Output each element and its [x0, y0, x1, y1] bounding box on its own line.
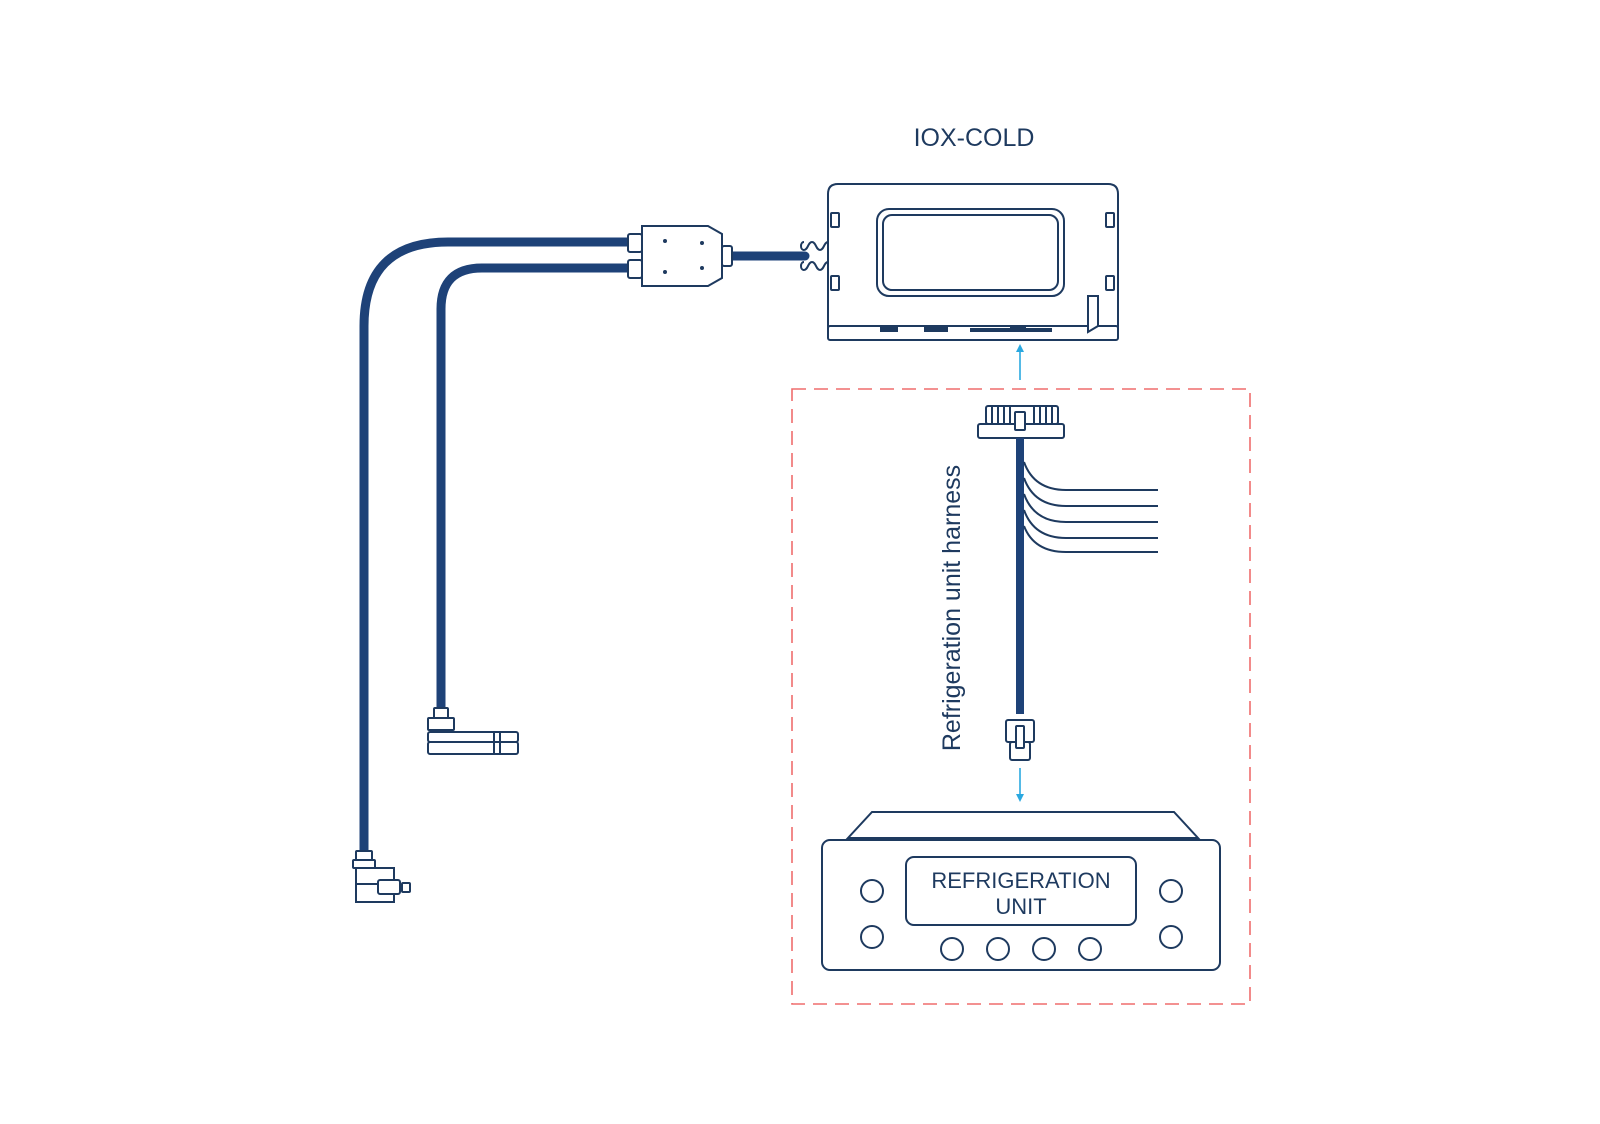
- harness-fanout-wires: [1023, 461, 1158, 553]
- unit-label-line1: REFRIGERATION: [931, 868, 1110, 893]
- arrow-down-to-unit: [1016, 768, 1024, 802]
- right-angle-connector-left: [352, 850, 411, 903]
- unit-label-line2: UNIT: [995, 894, 1046, 919]
- unit-button-3: [1032, 937, 1056, 961]
- unit-knob-left-bottom: [860, 925, 884, 949]
- harness-bottom-connector: [1005, 719, 1035, 761]
- unit-knob-right-top: [1159, 879, 1183, 903]
- unit-button-1: [940, 937, 964, 961]
- unit-knob-right-bottom: [1159, 925, 1183, 949]
- unit-knob-left-top: [860, 879, 884, 903]
- harness-scope-box: [791, 388, 1251, 1005]
- refrigeration-unit: REFRIGERATION UNIT: [821, 811, 1221, 971]
- y-split-cable: [352, 225, 829, 903]
- unit-button-4: [1078, 937, 1102, 961]
- arrow-up-to-device: [1016, 344, 1024, 380]
- iox-cold-device: [827, 183, 1119, 341]
- harness-top-connector: [977, 405, 1065, 439]
- cable-splitter: [627, 225, 733, 287]
- refrigeration-harness: [977, 405, 1158, 761]
- cable-left-short: [436, 263, 640, 715]
- flat-connector: [427, 707, 519, 755]
- strain-relief: [800, 240, 829, 272]
- device-title: IOX-COLD: [914, 124, 1035, 152]
- cable-left-long: [359, 237, 640, 860]
- harness-label: Refrigeration unit harness: [938, 465, 966, 751]
- unit-button-2: [986, 937, 1010, 961]
